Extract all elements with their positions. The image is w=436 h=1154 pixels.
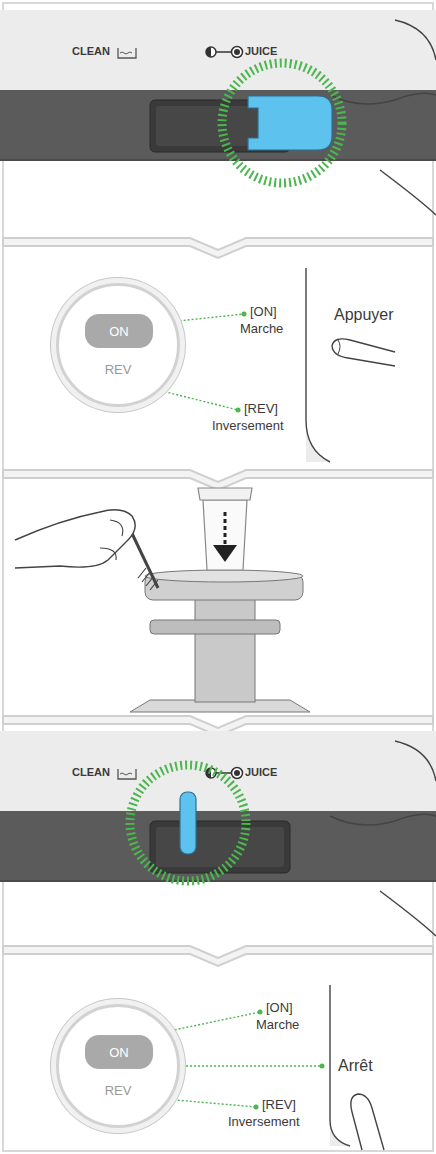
switch-label: CLEAN: [72, 766, 110, 779]
control-dial: REV ON: [56, 1004, 180, 1128]
switch-label: CLEAN: [72, 45, 110, 58]
button-text: ON: [109, 324, 129, 339]
on-button: ON: [85, 314, 153, 348]
action-label: Appuyer: [334, 306, 394, 324]
switch-label: JUICE: [245, 45, 277, 58]
button-label: Marche: [256, 1018, 299, 1033]
on-button: ON: [85, 1035, 153, 1069]
button-text: REV: [59, 362, 177, 377]
button-label: Inversement: [228, 1115, 300, 1130]
control-dial: REV ON: [56, 283, 180, 407]
button-label: Marche: [240, 322, 283, 337]
button-label: Inversement: [212, 419, 284, 434]
button-text: ON: [109, 1045, 129, 1060]
button-label: [REV]: [262, 1098, 296, 1113]
button-label: [ON]: [250, 305, 277, 320]
button-text: REV: [59, 1083, 177, 1098]
button-label: [REV]: [244, 402, 278, 417]
action-label: Arrêt: [338, 1057, 373, 1075]
switch-label: JUICE: [245, 766, 277, 779]
button-label: [ON]: [266, 1001, 293, 1016]
